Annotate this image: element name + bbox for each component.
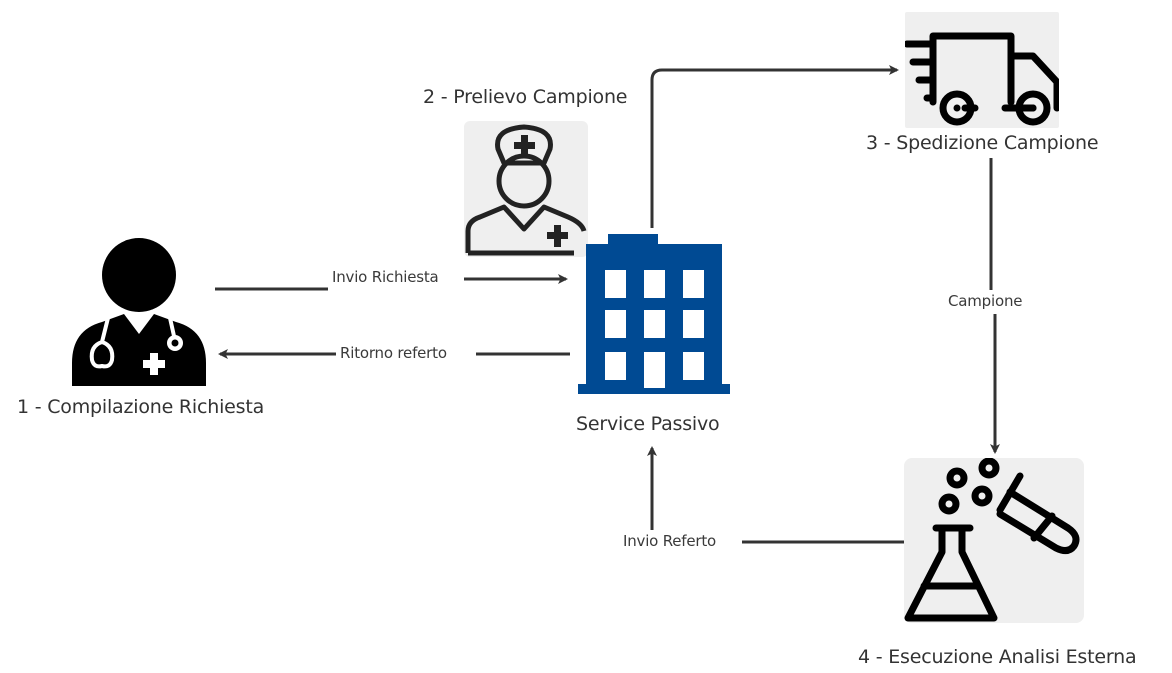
node-service-passivo[interactable] bbox=[578, 234, 730, 396]
label-compilazione-richiesta: 1 - Compilazione Richiesta bbox=[17, 396, 265, 418]
doctor-icon bbox=[72, 238, 206, 386]
edge-label-invio-richiesta: Invio Richiesta bbox=[329, 268, 442, 286]
label-spedizione-campione: 3 - Spedizione Campione bbox=[866, 132, 1099, 154]
node-truck[interactable] bbox=[903, 12, 1061, 128]
node-doctor[interactable] bbox=[72, 238, 206, 386]
label-esecuzione-analisi-esterna: 4 - Esecuzione Analisi Esterna bbox=[858, 646, 1137, 668]
truck-icon bbox=[903, 32, 1061, 126]
lab-flask-icon bbox=[904, 457, 1080, 622]
building-icon bbox=[578, 234, 730, 394]
label-service-passivo: Service Passivo bbox=[576, 413, 720, 435]
node-lab[interactable] bbox=[904, 457, 1084, 623]
edge-label-campione: Campione bbox=[945, 292, 1026, 310]
label-prelievo-campione: 2 - Prelievo Campione bbox=[423, 86, 628, 108]
edge-label-invio-referto: Invio Referto bbox=[620, 532, 720, 550]
edge-label-ritorno-referto: Ritorno referto bbox=[337, 344, 450, 362]
edge-service-to-truck bbox=[650, 65, 899, 228]
nurse-icon bbox=[465, 124, 587, 256]
node-nurse[interactable] bbox=[464, 121, 588, 257]
